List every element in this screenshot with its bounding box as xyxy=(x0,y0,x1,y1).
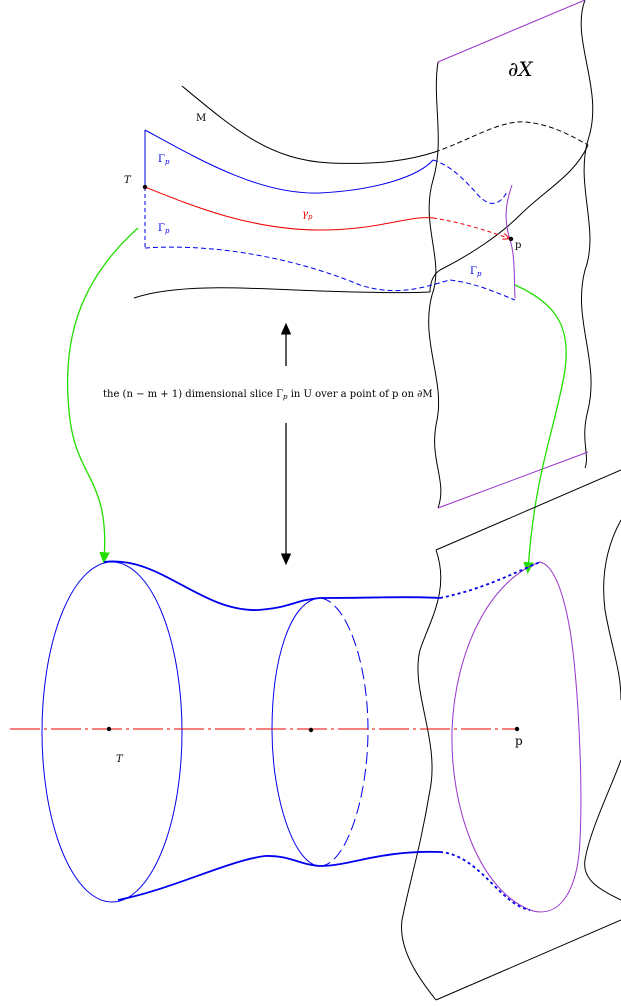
point-p-bottom xyxy=(514,726,520,732)
tube-upper-dashed xyxy=(439,561,541,599)
point-mid-bottom xyxy=(308,727,314,733)
tube-lower-dashed xyxy=(439,851,531,911)
bottom-sheet-bottom xyxy=(435,919,621,1001)
gamma-upper-curve xyxy=(144,129,434,194)
gamma-lower-dashed xyxy=(144,246,516,301)
green-arrow-right xyxy=(514,284,567,574)
gamma-upper-dashed xyxy=(432,159,508,204)
label-gamma-upper: Γp xyxy=(158,154,170,166)
label-gamma-right: Γp xyxy=(470,266,482,278)
gamma-right-purple xyxy=(505,184,516,299)
bottom-sheet-left xyxy=(401,549,442,1001)
label-p-bottom: p xyxy=(515,734,523,748)
gamma-p-path xyxy=(144,186,434,231)
tube-lower-curve xyxy=(117,850,441,901)
caption: the (n − m + 1) dimensional slice Γp in … xyxy=(103,389,433,401)
sheet-bottom-edge xyxy=(437,451,589,509)
label-boundary-X: ∂X xyxy=(508,57,533,81)
sheet-right-edge xyxy=(580,0,594,469)
manifold-upper-curve xyxy=(181,85,436,164)
label-T-top: T xyxy=(124,175,132,186)
manifold-upper-dashed xyxy=(434,121,589,153)
point-T-bottom xyxy=(106,726,112,732)
bottom-sheet xyxy=(401,469,621,1001)
purple-section xyxy=(451,561,582,913)
label-gamma-p: γp xyxy=(302,209,313,221)
bottom-sheet-top xyxy=(435,469,621,551)
sheet-left-edge xyxy=(428,61,442,509)
left-ellipse xyxy=(41,561,183,903)
point-T-top xyxy=(142,184,148,190)
middle-ellipse-front xyxy=(271,597,321,867)
sheet-top-edge xyxy=(437,0,586,63)
boundary-X-sheet xyxy=(428,0,594,509)
label-manifold-M: M xyxy=(196,113,206,124)
manifold-upper-back xyxy=(429,144,589,293)
label-gamma-lower: Γp xyxy=(158,223,170,235)
point-p-top xyxy=(508,236,514,242)
bottom-sheet-right xyxy=(584,519,621,901)
middle-ellipse-back xyxy=(319,597,369,867)
label-p-top: p xyxy=(515,240,521,251)
label-T-bottom: T xyxy=(116,754,124,765)
gamma-p-dashed xyxy=(432,217,508,238)
manifold-lower-curve xyxy=(133,287,431,299)
green-arrow-left xyxy=(66,227,139,564)
tube-upper-curve xyxy=(103,560,441,611)
